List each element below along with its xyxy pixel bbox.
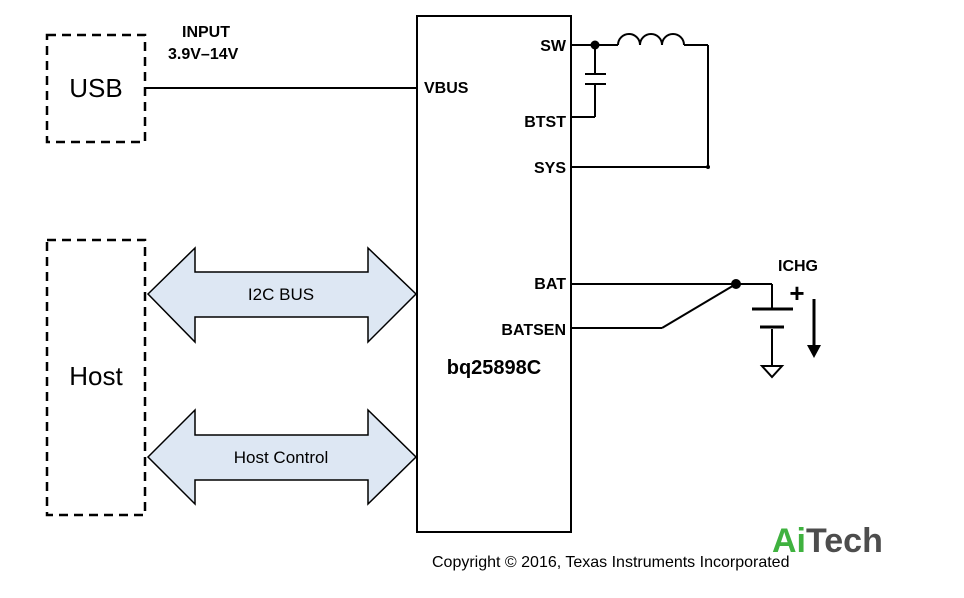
battery-network: [571, 283, 785, 379]
bat-node-dot: [731, 279, 741, 289]
sw-node-dot: [590, 40, 600, 50]
battery-plus: +: [789, 278, 804, 308]
pin-sys: SYS: [534, 160, 566, 177]
usb-label: USB: [69, 73, 122, 103]
host-control-arrow: [146, 408, 418, 506]
pin-bat: BAT: [534, 276, 566, 293]
sys-node-dot: [706, 165, 710, 169]
input-range: 3.9V–14V: [168, 46, 239, 63]
pin-btst: BTST: [524, 114, 566, 131]
host-control-label: Host Control: [234, 448, 328, 467]
host-label: Host: [69, 361, 123, 391]
i2c-bus-arrow: [146, 246, 418, 344]
aitech-logo-ai: Ai: [772, 522, 806, 560]
sw-network: [571, 33, 709, 168]
copyright: Copyright © 2016, Texas Instruments Inco…: [432, 554, 789, 571]
ichg-label: ICHG: [778, 258, 818, 275]
pin-vbus: VBUS: [424, 80, 469, 97]
aitech-logo-tech: Tech: [806, 522, 883, 560]
pin-batsen: BATSEN: [501, 322, 566, 339]
host-block: [45, 238, 147, 517]
chip-block: [416, 15, 572, 533]
i2c-bus-label: I2C BUS: [248, 285, 314, 304]
input-label: INPUT: [182, 24, 230, 41]
chip-label: bq25898C: [447, 357, 542, 379]
pin-sw: SW: [540, 38, 567, 55]
charge-current-arrow: [807, 299, 821, 358]
aitech-logo: AiTech: [772, 522, 883, 560]
